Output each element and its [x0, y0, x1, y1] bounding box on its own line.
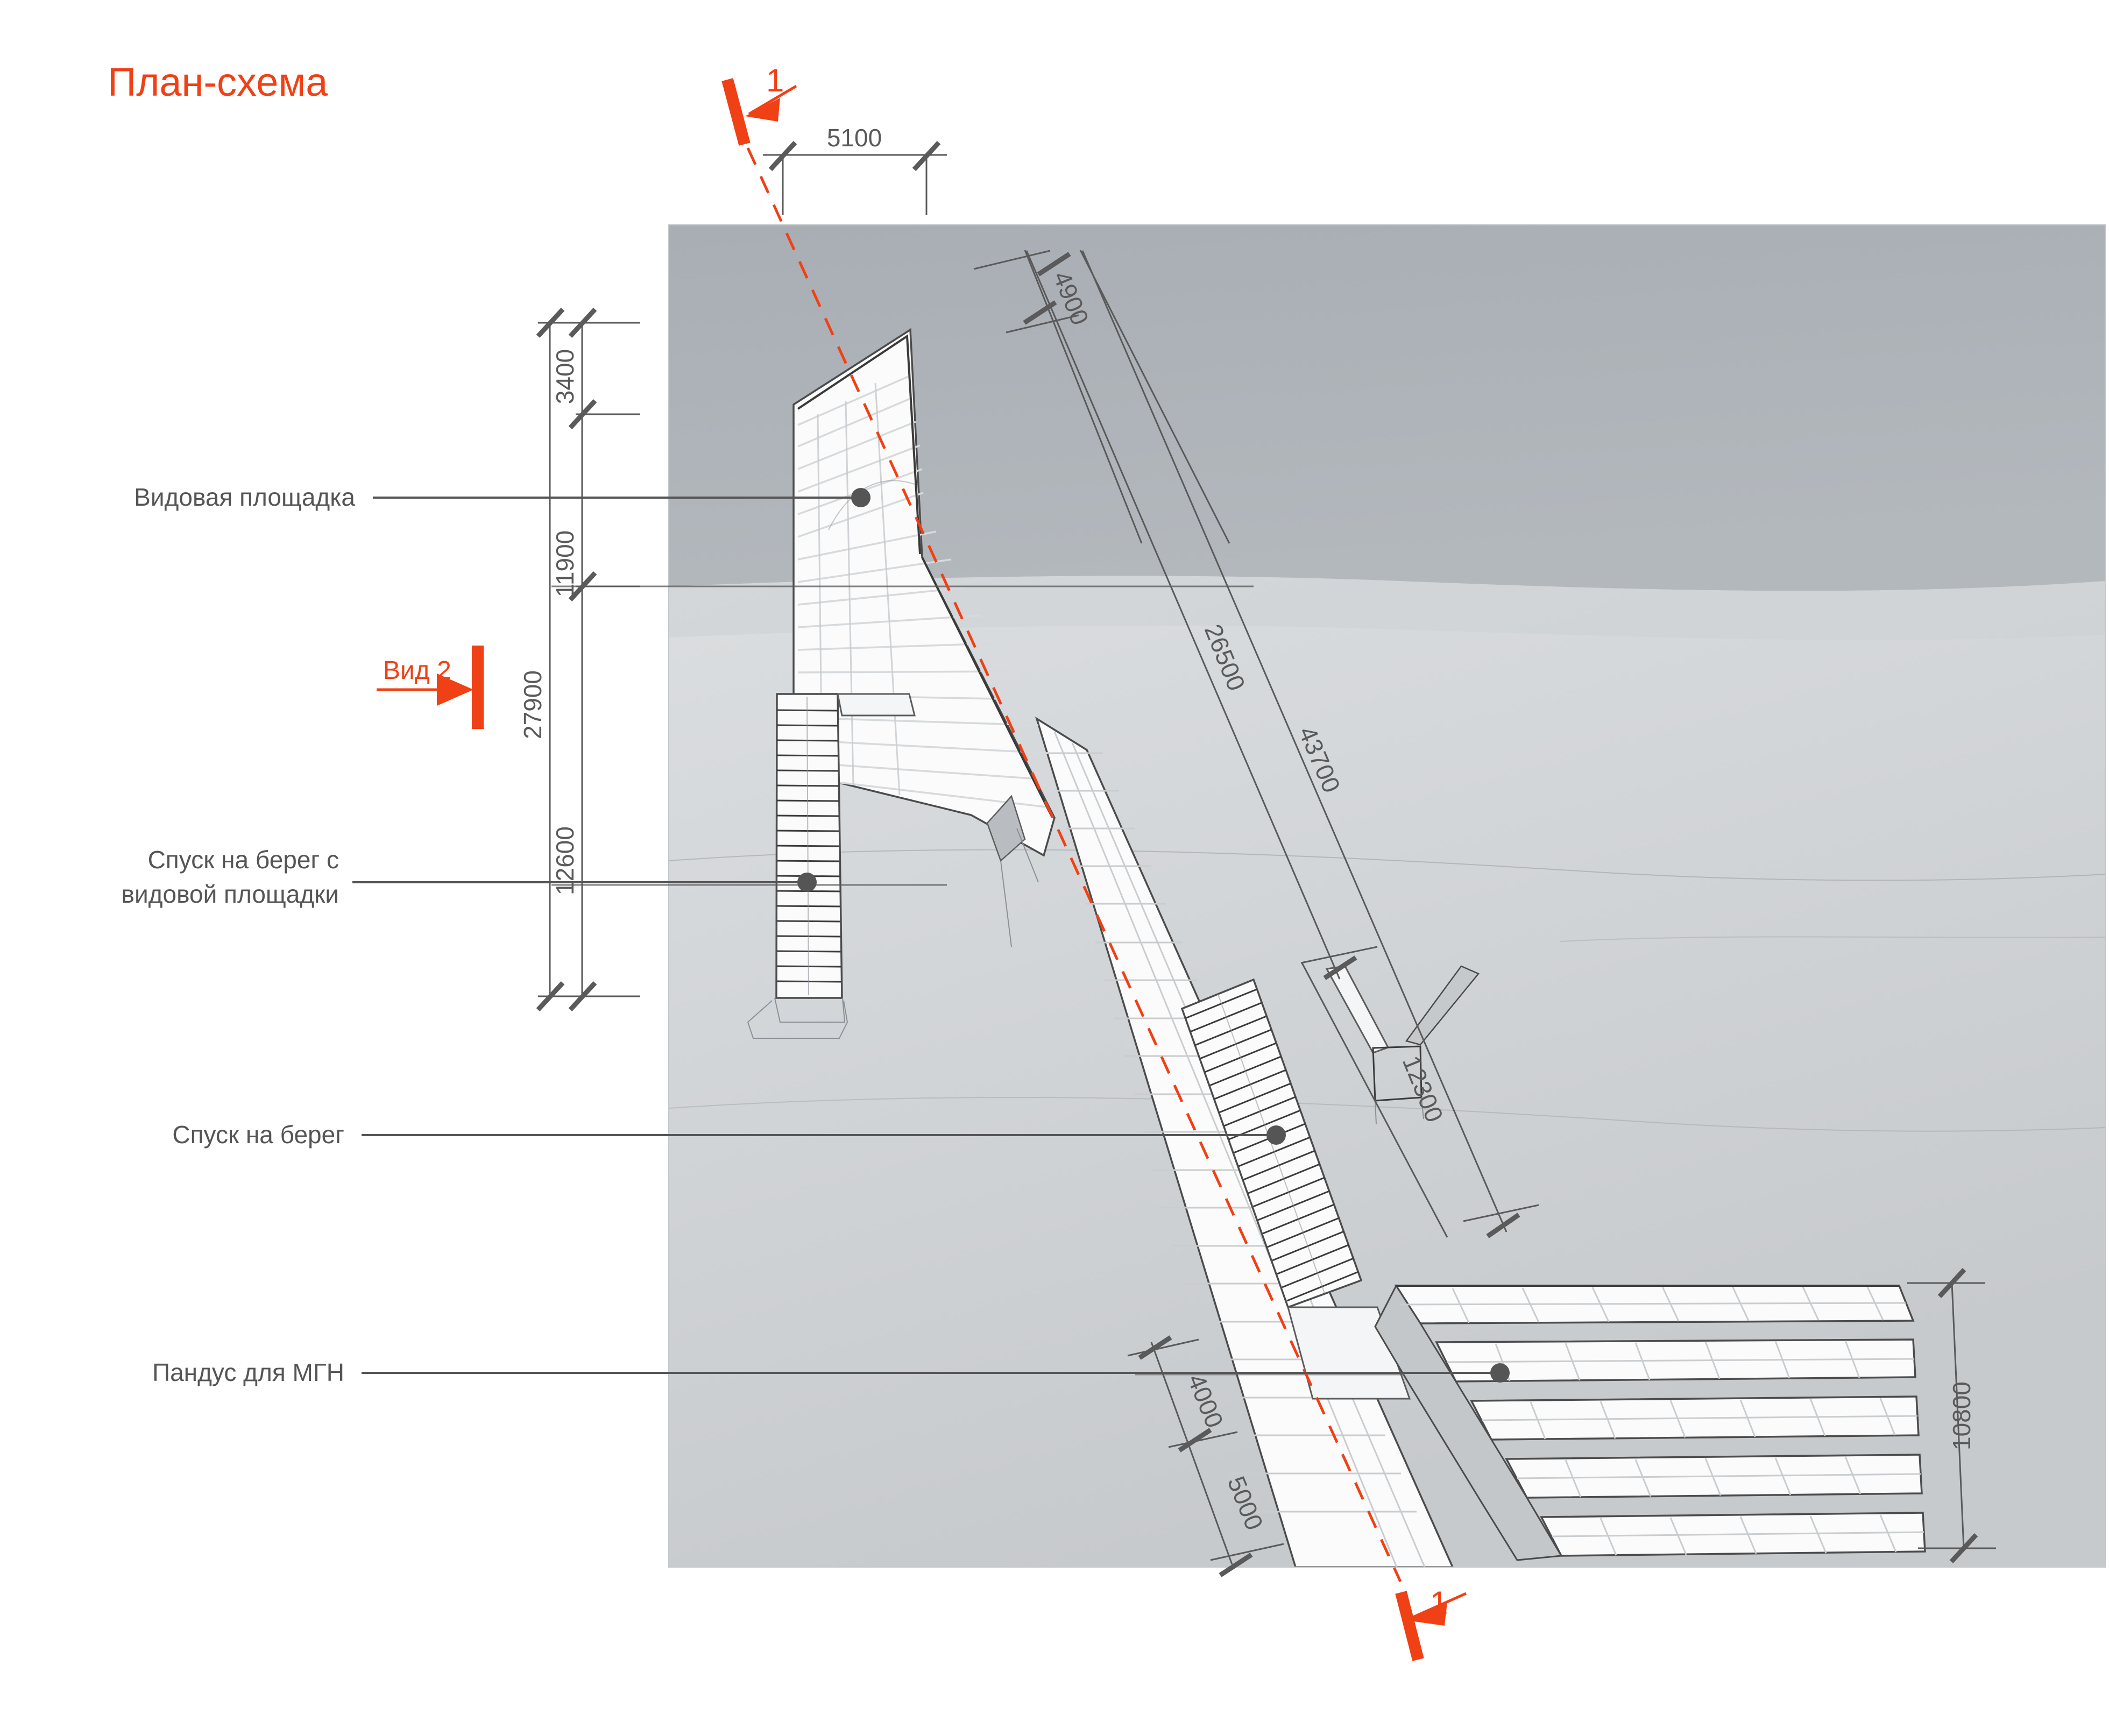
render-frame — [668, 224, 2106, 1568]
deck-support-leg-2 — [1016, 828, 1039, 883]
stairs-deck-base — [747, 1000, 848, 1039]
view-2-label: Вид 2 — [383, 656, 451, 685]
label-stairs-from-deck-line1: Спуск на берег с — [148, 846, 339, 874]
dimension-26500-43700: 26500 43700 — [1025, 250, 1539, 1238]
sand-contour-3 — [1560, 936, 2105, 942]
leader-dot-stairs-to-shore — [1266, 1125, 1286, 1145]
stairs-deck-top-landing — [837, 693, 916, 717]
dimension-chain-vertical: 3400 11900 12600 27900 — [519, 307, 640, 1012]
ramp-planks — [1398, 1285, 1924, 1556]
section-cut-line — [746, 147, 1402, 1583]
deck-right-edge — [921, 557, 1053, 817]
dim-4900-text: 4900 — [1048, 267, 1095, 329]
reference-lines — [551, 585, 1404, 1376]
dim-10800-text: 10800 — [1948, 1381, 1976, 1450]
dim-11900-text: 11900 — [551, 530, 579, 598]
section-label-bottom: 1 — [1430, 1585, 1448, 1621]
deck-highlight — [828, 480, 915, 530]
branch-leg-1 — [1375, 1100, 1377, 1125]
deck-support-leg — [1000, 860, 1012, 947]
boardwalk-plank-a — [1053, 731, 1398, 1567]
page-title: План-схема — [108, 60, 328, 104]
label-stairs-from-deck-line2: видовой площадки — [122, 880, 339, 908]
section-line-1-1 — [721, 78, 1467, 1661]
dim-5100-text: 5100 — [827, 124, 882, 152]
waterline-band — [669, 576, 2105, 640]
view-2-marker[interactable] — [377, 646, 484, 729]
stairs-shore-centerline — [1218, 994, 1325, 1294]
scene-render — [669, 225, 2105, 1567]
section-arrow-top-line — [748, 84, 797, 116]
dim-26500-text: 26500 — [1199, 620, 1251, 695]
branch-structure — [1325, 965, 1480, 1125]
leader-dot-accessible-ramp — [1490, 1363, 1510, 1383]
section-label-top: 1 — [766, 62, 784, 98]
branch-leg-2 — [1421, 1097, 1424, 1119]
sand-contour-2 — [669, 1096, 2105, 1132]
branch-arm-right — [1405, 965, 1480, 1046]
callout-leaders — [352, 488, 1510, 1383]
dim-3400-text: 3400 — [551, 349, 579, 404]
leader-dot-observation-deck — [851, 488, 871, 507]
label-stairs-to-shore: Спуск на берег — [172, 1121, 344, 1149]
dim-27900-text: 27900 — [519, 670, 547, 739]
section-bar-top — [721, 78, 751, 146]
accessible-ramp-shape — [1374, 1284, 1926, 1561]
section-arrow-bottom-line — [1410, 1592, 1467, 1620]
section-arrow-top-head — [745, 98, 780, 122]
dimension-10800: 10800 — [1907, 1267, 1996, 1564]
deck-support-shadow — [986, 795, 1026, 862]
section-bar-bottom — [1395, 1591, 1424, 1661]
dim-4000-text: 4000 — [1183, 1370, 1229, 1432]
observation-deck-shape — [792, 328, 1056, 947]
water-area — [669, 225, 2105, 591]
dim-12600-text: 12600 — [551, 826, 579, 895]
stairs-deck-handrail — [806, 696, 809, 996]
dimension-12300: 12300 — [1301, 962, 1449, 1238]
section-arrow-bottom-head — [1406, 1602, 1447, 1626]
stairs-from-deck-shape — [747, 693, 916, 1039]
dim-5000-text: 5000 — [1222, 1472, 1269, 1534]
sand-contour-1 — [669, 849, 2105, 881]
dimension-5100: 5100 — [763, 124, 947, 215]
dim-12300-text: 12300 — [1397, 1052, 1449, 1126]
dim-43700-text: 43700 — [1293, 722, 1346, 797]
label-accessible-ramp: Пандус для МГН — [152, 1358, 344, 1386]
deck-top-edge — [797, 334, 921, 555]
label-observation-deck: Видовая площадка — [134, 483, 355, 511]
leader-dot-stairs-from-deck — [797, 873, 817, 892]
stairs-deck-landing — [774, 997, 846, 1023]
view-2-arrow-head — [437, 674, 473, 706]
